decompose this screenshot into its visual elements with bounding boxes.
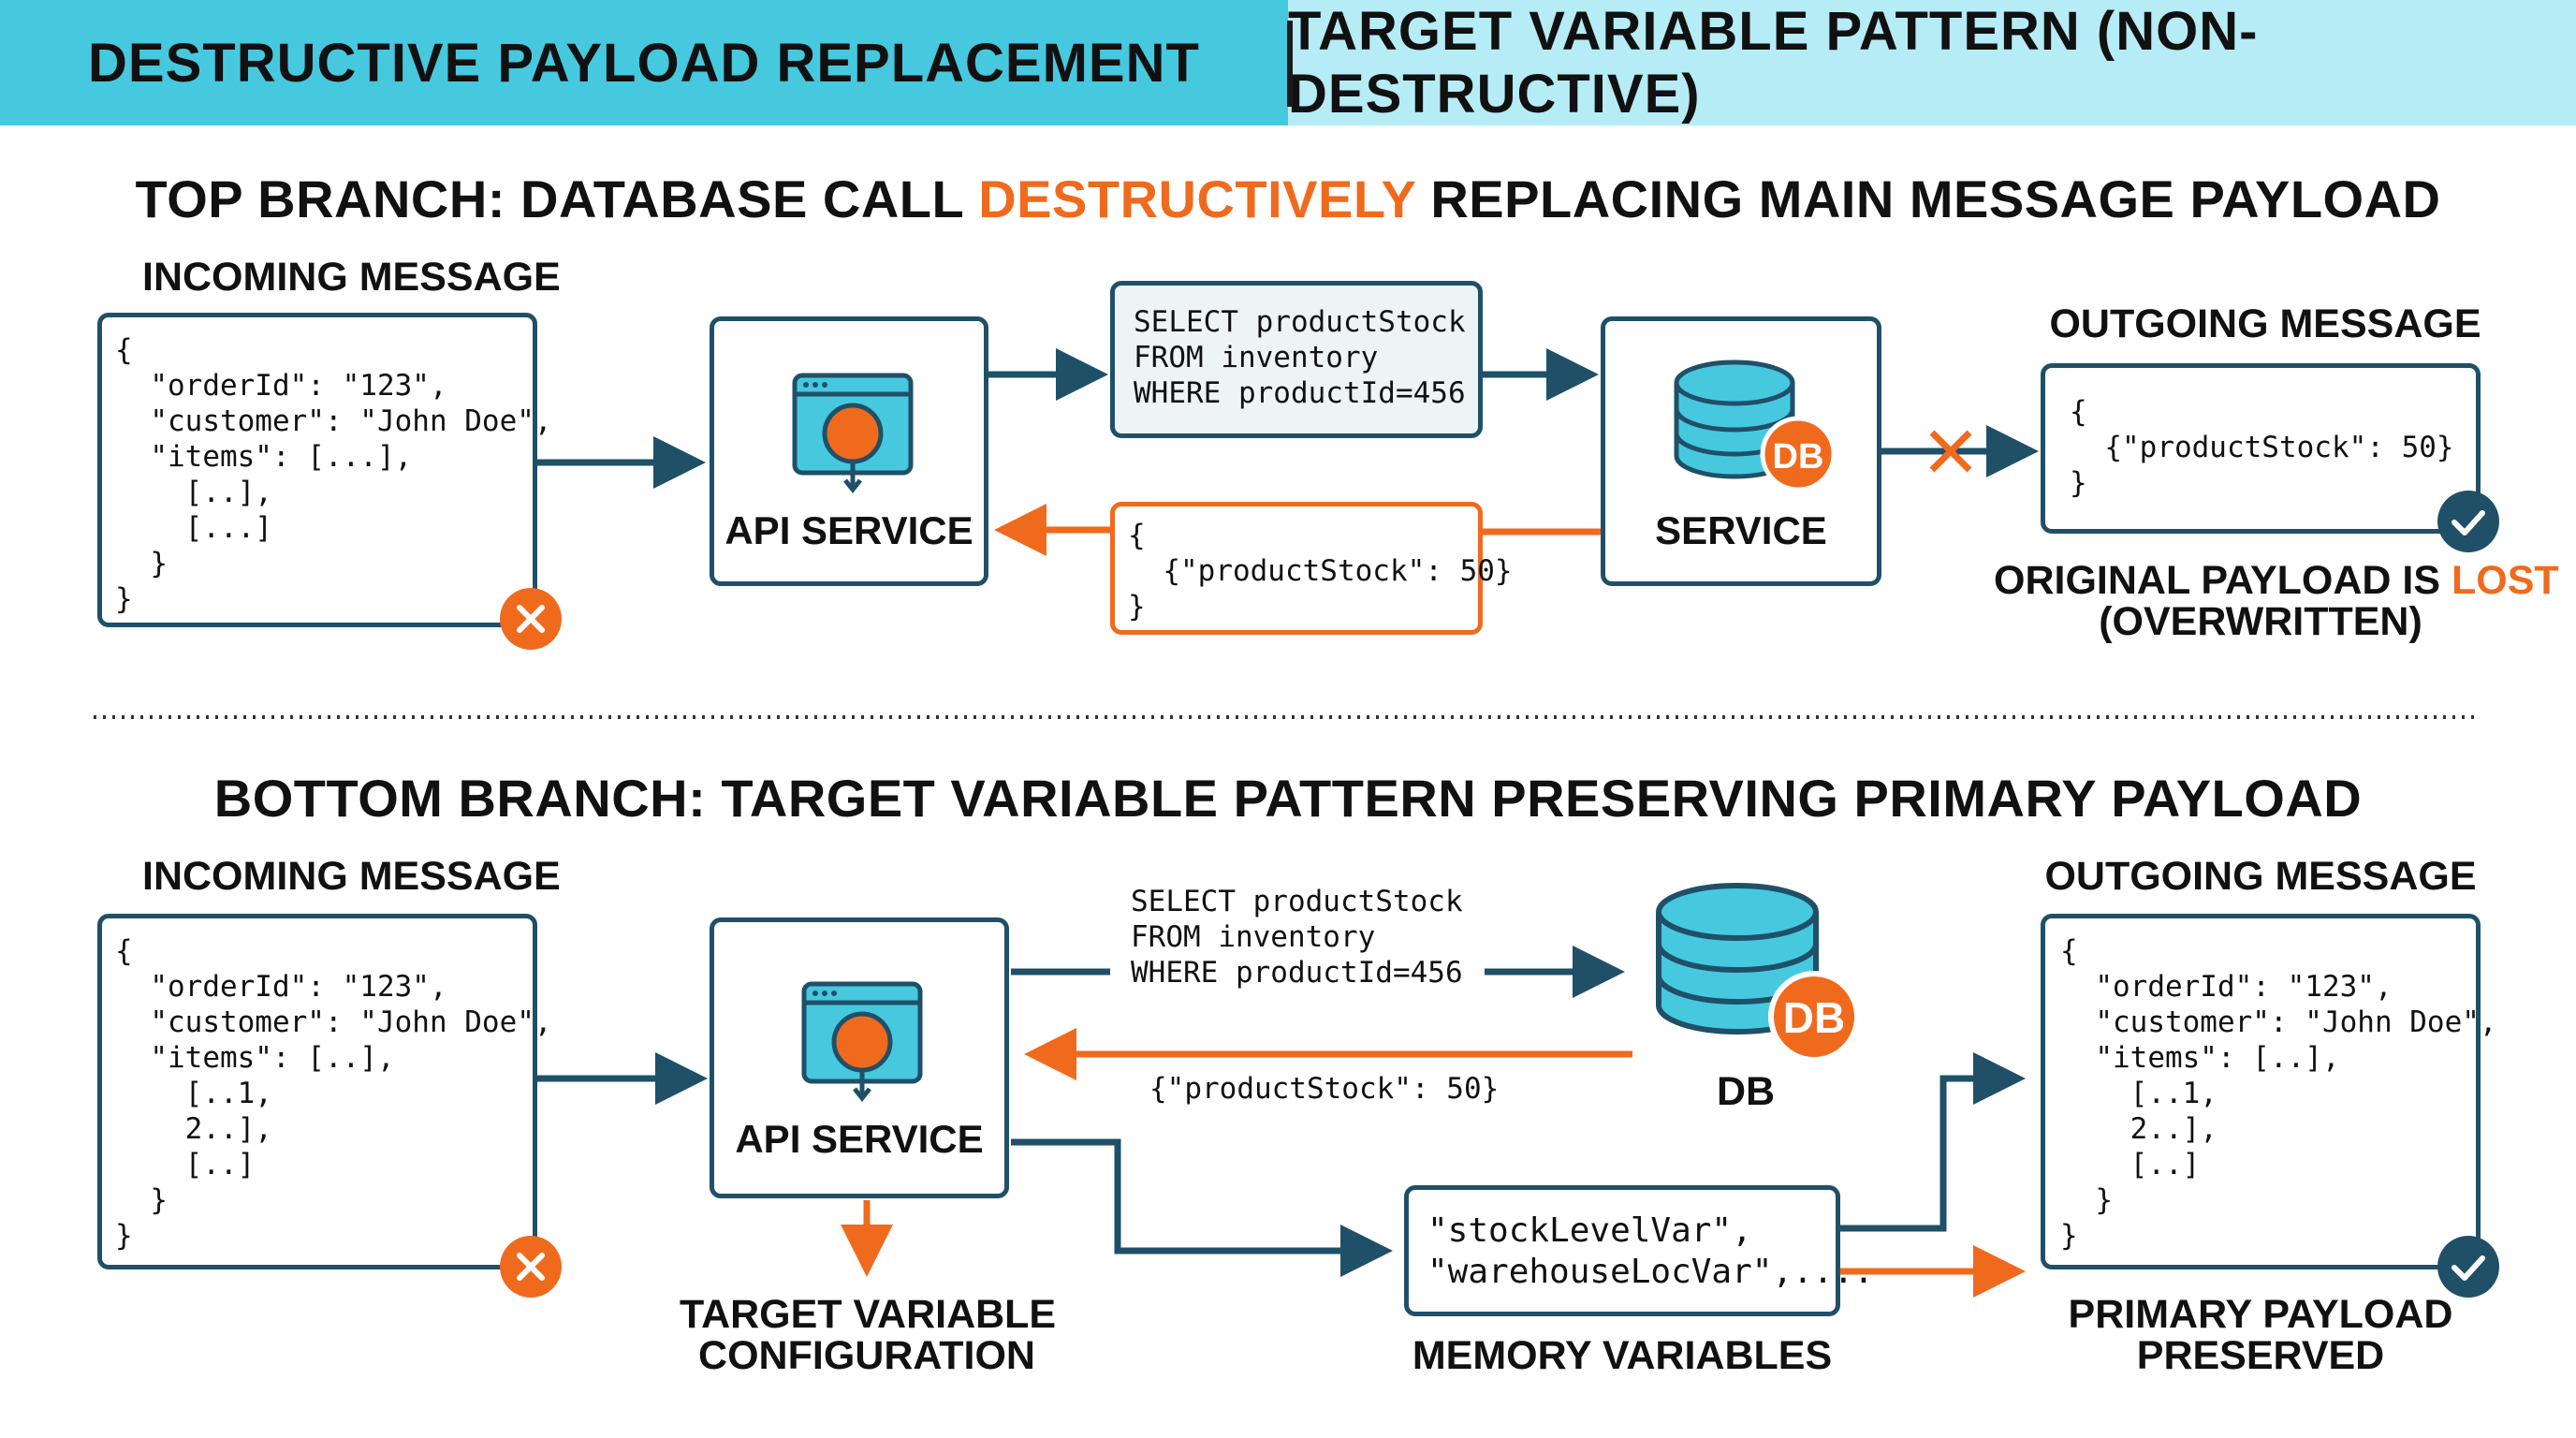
bottom-outgoing-code: { "orderId": "123", "customer": "John Do… <box>2060 934 2497 1253</box>
top-incoming-code: { "orderId": "123", "customer": "John Do… <box>115 333 552 616</box>
arrow-api-to-memory-bottom <box>1011 1138 1393 1277</box>
memory-variables-code: "stockLevelVar", "warehouseLocVar",.... <box>1427 1211 1874 1291</box>
top-caption-line1: ORIGINAL PAYLOAD IS LOST <box>1994 558 2559 604</box>
target-variable-label-1: TARGET VARIABLE <box>680 1292 1057 1337</box>
tab-non-destructive-label: TARGET VARIABLE PATTERN (NON-DESTRUCTIVE… <box>1288 1 2259 125</box>
bottom-api-service-label: API SERVICE <box>735 1117 984 1161</box>
top-heading-highlight: DESTRUCTIVELY <box>978 169 1416 228</box>
memory-variables-box: "stockLevelVar", "warehouseLocVar",.... <box>1404 1185 1874 1316</box>
bottom-branch-heading: BOTTOM BRANCH: TARGET VARIABLE PATTERN P… <box>213 769 2363 828</box>
top-service-label: SERVICE <box>1655 508 1827 552</box>
top-caption-highlight: LOST <box>2452 558 2559 603</box>
top-incoming-message-box: { "orderId": "123", "customer": "John Do… <box>97 313 552 627</box>
bottom-response-code: {"productStock": 50} <box>1149 1072 1500 1106</box>
error-x-icon <box>500 588 562 650</box>
top-query-box: SELECT productStock FROM inventory WHERE… <box>1110 281 1483 438</box>
bottom-outgoing-label: OUTGOING MESSAGE <box>2044 854 2477 899</box>
top-incoming-label: INCOMING MESSAGE <box>142 255 561 300</box>
tab-destructive-label: DESTRUCTIVE PAYLOAD REPLACEMENT <box>88 32 1200 94</box>
database-icon <box>1656 883 1860 1063</box>
arrow-memory-to-outgoing-navy <box>1838 1052 2026 1232</box>
top-caption-text: ORIGINAL PAYLOAD IS <box>1994 558 2452 603</box>
bottom-incoming-code: { "orderId": "123", "customer": "John Do… <box>115 934 552 1253</box>
top-api-service-label: API SERVICE <box>724 508 973 552</box>
bottom-incoming-label: INCOMING MESSAGE <box>142 854 561 899</box>
top-db-badge: DB <box>1772 437 1824 477</box>
check-icon <box>2437 491 2499 552</box>
check-icon <box>2437 1236 2499 1298</box>
database-icon <box>1674 360 1837 492</box>
top-heading-text-end: REPLACING MAIN MESSAGE PAYLOAD <box>1415 169 2441 228</box>
browser-window-icon <box>792 373 914 494</box>
top-branch-heading: TOP BRANCH: DATABASE CALL DESTRUCTIVELY … <box>0 169 2576 229</box>
bottom-query-code: SELECT productStock FROM inventory WHERE… <box>1131 885 1463 990</box>
top-response-box: { {"productStock": 50} } <box>1110 502 1513 635</box>
tab-non-destructive[interactable]: TARGET VARIABLE PATTERN (NON-DESTRUCTIVE… <box>1288 0 2576 125</box>
memory-variables-label: MEMORY VARIABLES <box>1412 1333 1833 1378</box>
bottom-outgoing-message-box: { "orderId": "123", "customer": "John Do… <box>2041 914 2497 1269</box>
bottom-caption-line2: PRESERVED <box>2136 1333 2385 1378</box>
bottom-caption-line1: PRIMARY PAYLOAD <box>2068 1292 2453 1337</box>
bottom-incoming-message-box: { "orderId": "123", "customer": "John Do… <box>97 914 552 1269</box>
bottom-api-service-box: API SERVICE <box>710 917 1009 1198</box>
top-caption-line2: (OVERWRITTEN) <box>2099 599 2422 644</box>
tab-divider <box>1287 21 1293 107</box>
top-outgoing-message-box: { {"productStock": 50} } <box>2041 363 2481 534</box>
top-response-code: { {"productStock": 50} } <box>1128 519 1513 624</box>
bottom-db-badge: DB <box>1782 993 1846 1042</box>
target-variable-label-2: CONFIGURATION <box>698 1333 1035 1378</box>
top-heading-text: TOP BRANCH: DATABASE CALL <box>135 169 979 228</box>
tab-destructive[interactable]: DESTRUCTIVE PAYLOAD REPLACEMENT <box>0 0 1288 125</box>
error-x-icon <box>500 1236 562 1298</box>
browser-window-icon <box>801 981 923 1103</box>
top-db-service-box: DB SERVICE <box>1601 316 1881 586</box>
bottom-db-label: DB <box>1716 1069 1776 1114</box>
blocked-x-icon <box>1929 430 1972 473</box>
top-api-service-box: API SERVICE <box>710 316 988 586</box>
top-outgoing-label: OUTGOING MESSAGE <box>2049 301 2481 346</box>
top-query-code: SELECT productStock FROM inventory WHERE… <box>1134 305 1466 410</box>
top-outgoing-code: { {"productStock": 50} } <box>2070 395 2454 500</box>
